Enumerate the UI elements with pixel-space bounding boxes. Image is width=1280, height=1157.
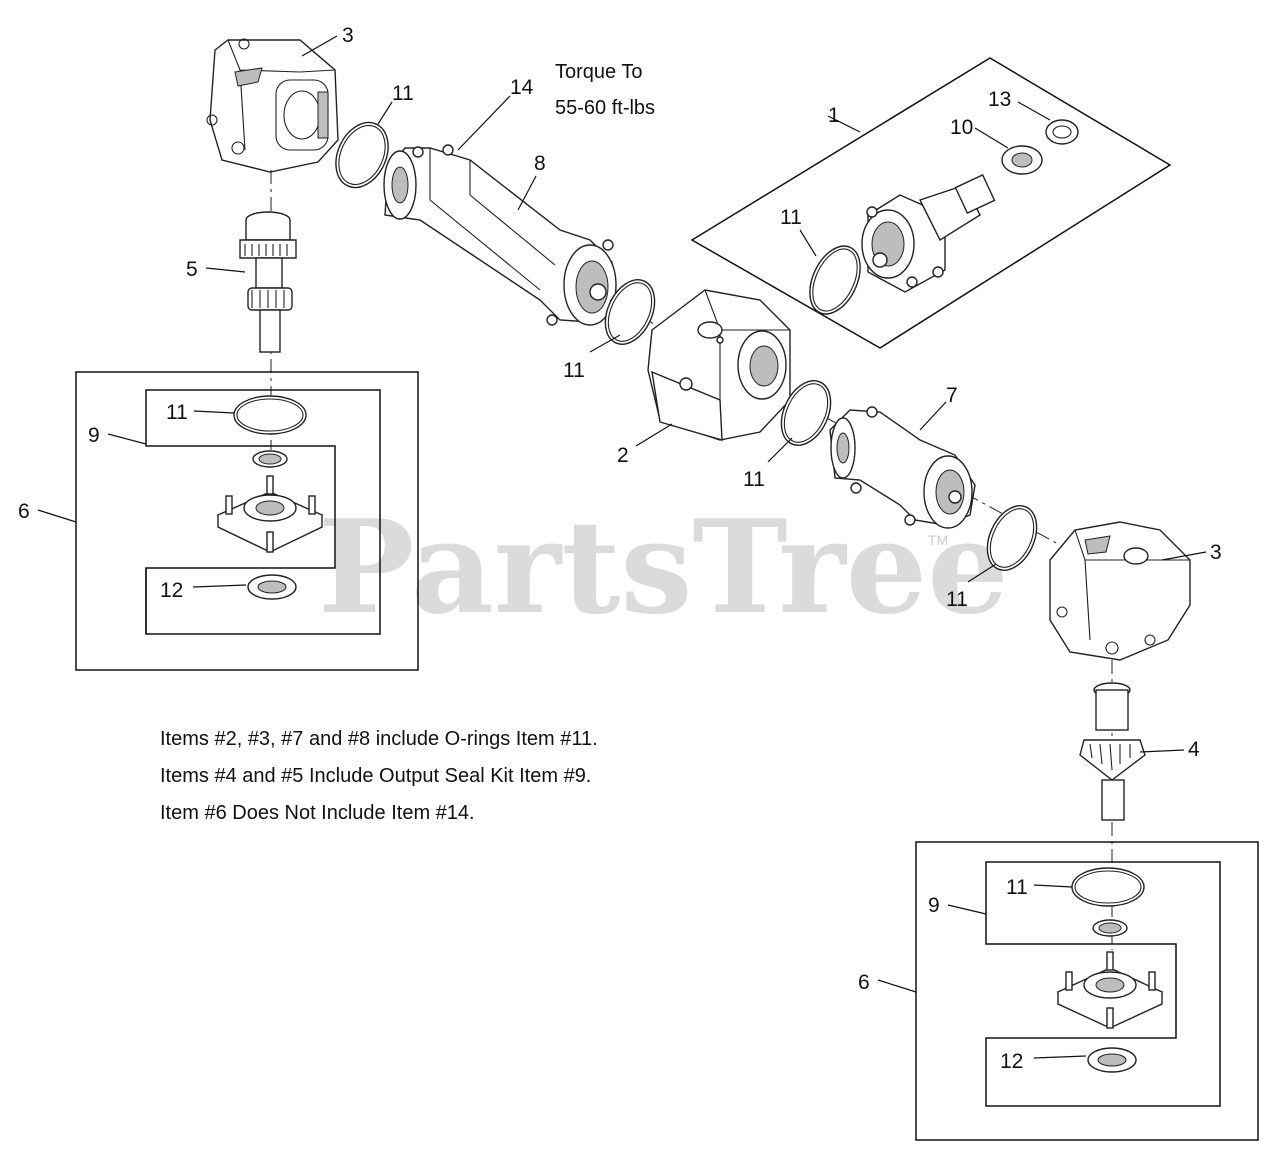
callout-11-c: 11 (780, 206, 802, 229)
gear-housing-right (1049, 521, 1191, 661)
watermark-text: PartsTree (318, 493, 1009, 643)
note-line-1: Items #2, #3, #7 and #8 include O-rings … (160, 728, 598, 750)
callout-3-top: 3 (342, 24, 354, 47)
callout-1: 1 (828, 104, 840, 127)
callout-10: 10 (950, 116, 973, 139)
callout-8: 8 (534, 152, 546, 175)
note-line-3: Item #6 Does Not Include Item #14. (160, 802, 475, 824)
kit-box-right-9 (985, 861, 1221, 1107)
axle-tube-8 (383, 144, 617, 326)
callout-14: 14 (510, 76, 534, 99)
callout-2: 2 (617, 444, 629, 467)
callout-7: 7 (946, 384, 958, 407)
output-shaft-right (1079, 682, 1146, 821)
right-kit-parts (1056, 867, 1164, 1073)
note-line-2: Items #4 and #5 Include Output Seal Kit … (160, 765, 591, 787)
callout-11-e: 11 (946, 588, 968, 611)
callout-3-right: 3 (1210, 541, 1222, 564)
callout-9-left: 9 (88, 424, 100, 447)
watermark-tm: TM (928, 532, 948, 548)
callout-13: 13 (988, 88, 1011, 111)
callout-11-right-kit: 11 (1006, 876, 1028, 899)
callout-6-right: 6 (858, 971, 870, 994)
callout-4: 4 (1188, 738, 1200, 761)
callout-6-left: 6 (18, 500, 30, 523)
callout-11-a: 11 (392, 82, 414, 105)
callout-9-right: 9 (928, 894, 940, 917)
leader-lines (37, 35, 1207, 1059)
center-housing-2 (647, 289, 791, 441)
left-kit-parts (216, 395, 324, 600)
output-shaft-left (239, 211, 297, 353)
o-ring-11-a (335, 121, 389, 189)
kit-box-left-outer (75, 371, 419, 671)
callout-12-left: 12 (160, 579, 183, 602)
torque-note-line1: Torque To (555, 61, 642, 83)
callout-11-b: 11 (563, 359, 585, 382)
callout-11-left-kit: 11 (166, 401, 188, 424)
callout-5: 5 (186, 258, 198, 281)
gear-housing-top-left (206, 38, 339, 173)
callout-11-d: 11 (743, 468, 765, 491)
callout-12-right: 12 (1000, 1050, 1023, 1073)
kit-box-right-outer (915, 841, 1259, 1141)
input-shaft-assembly-1 (809, 119, 1079, 315)
short-tube-7 (829, 406, 976, 529)
torque-note-line2: 55-60 ft-lbs (555, 97, 655, 119)
